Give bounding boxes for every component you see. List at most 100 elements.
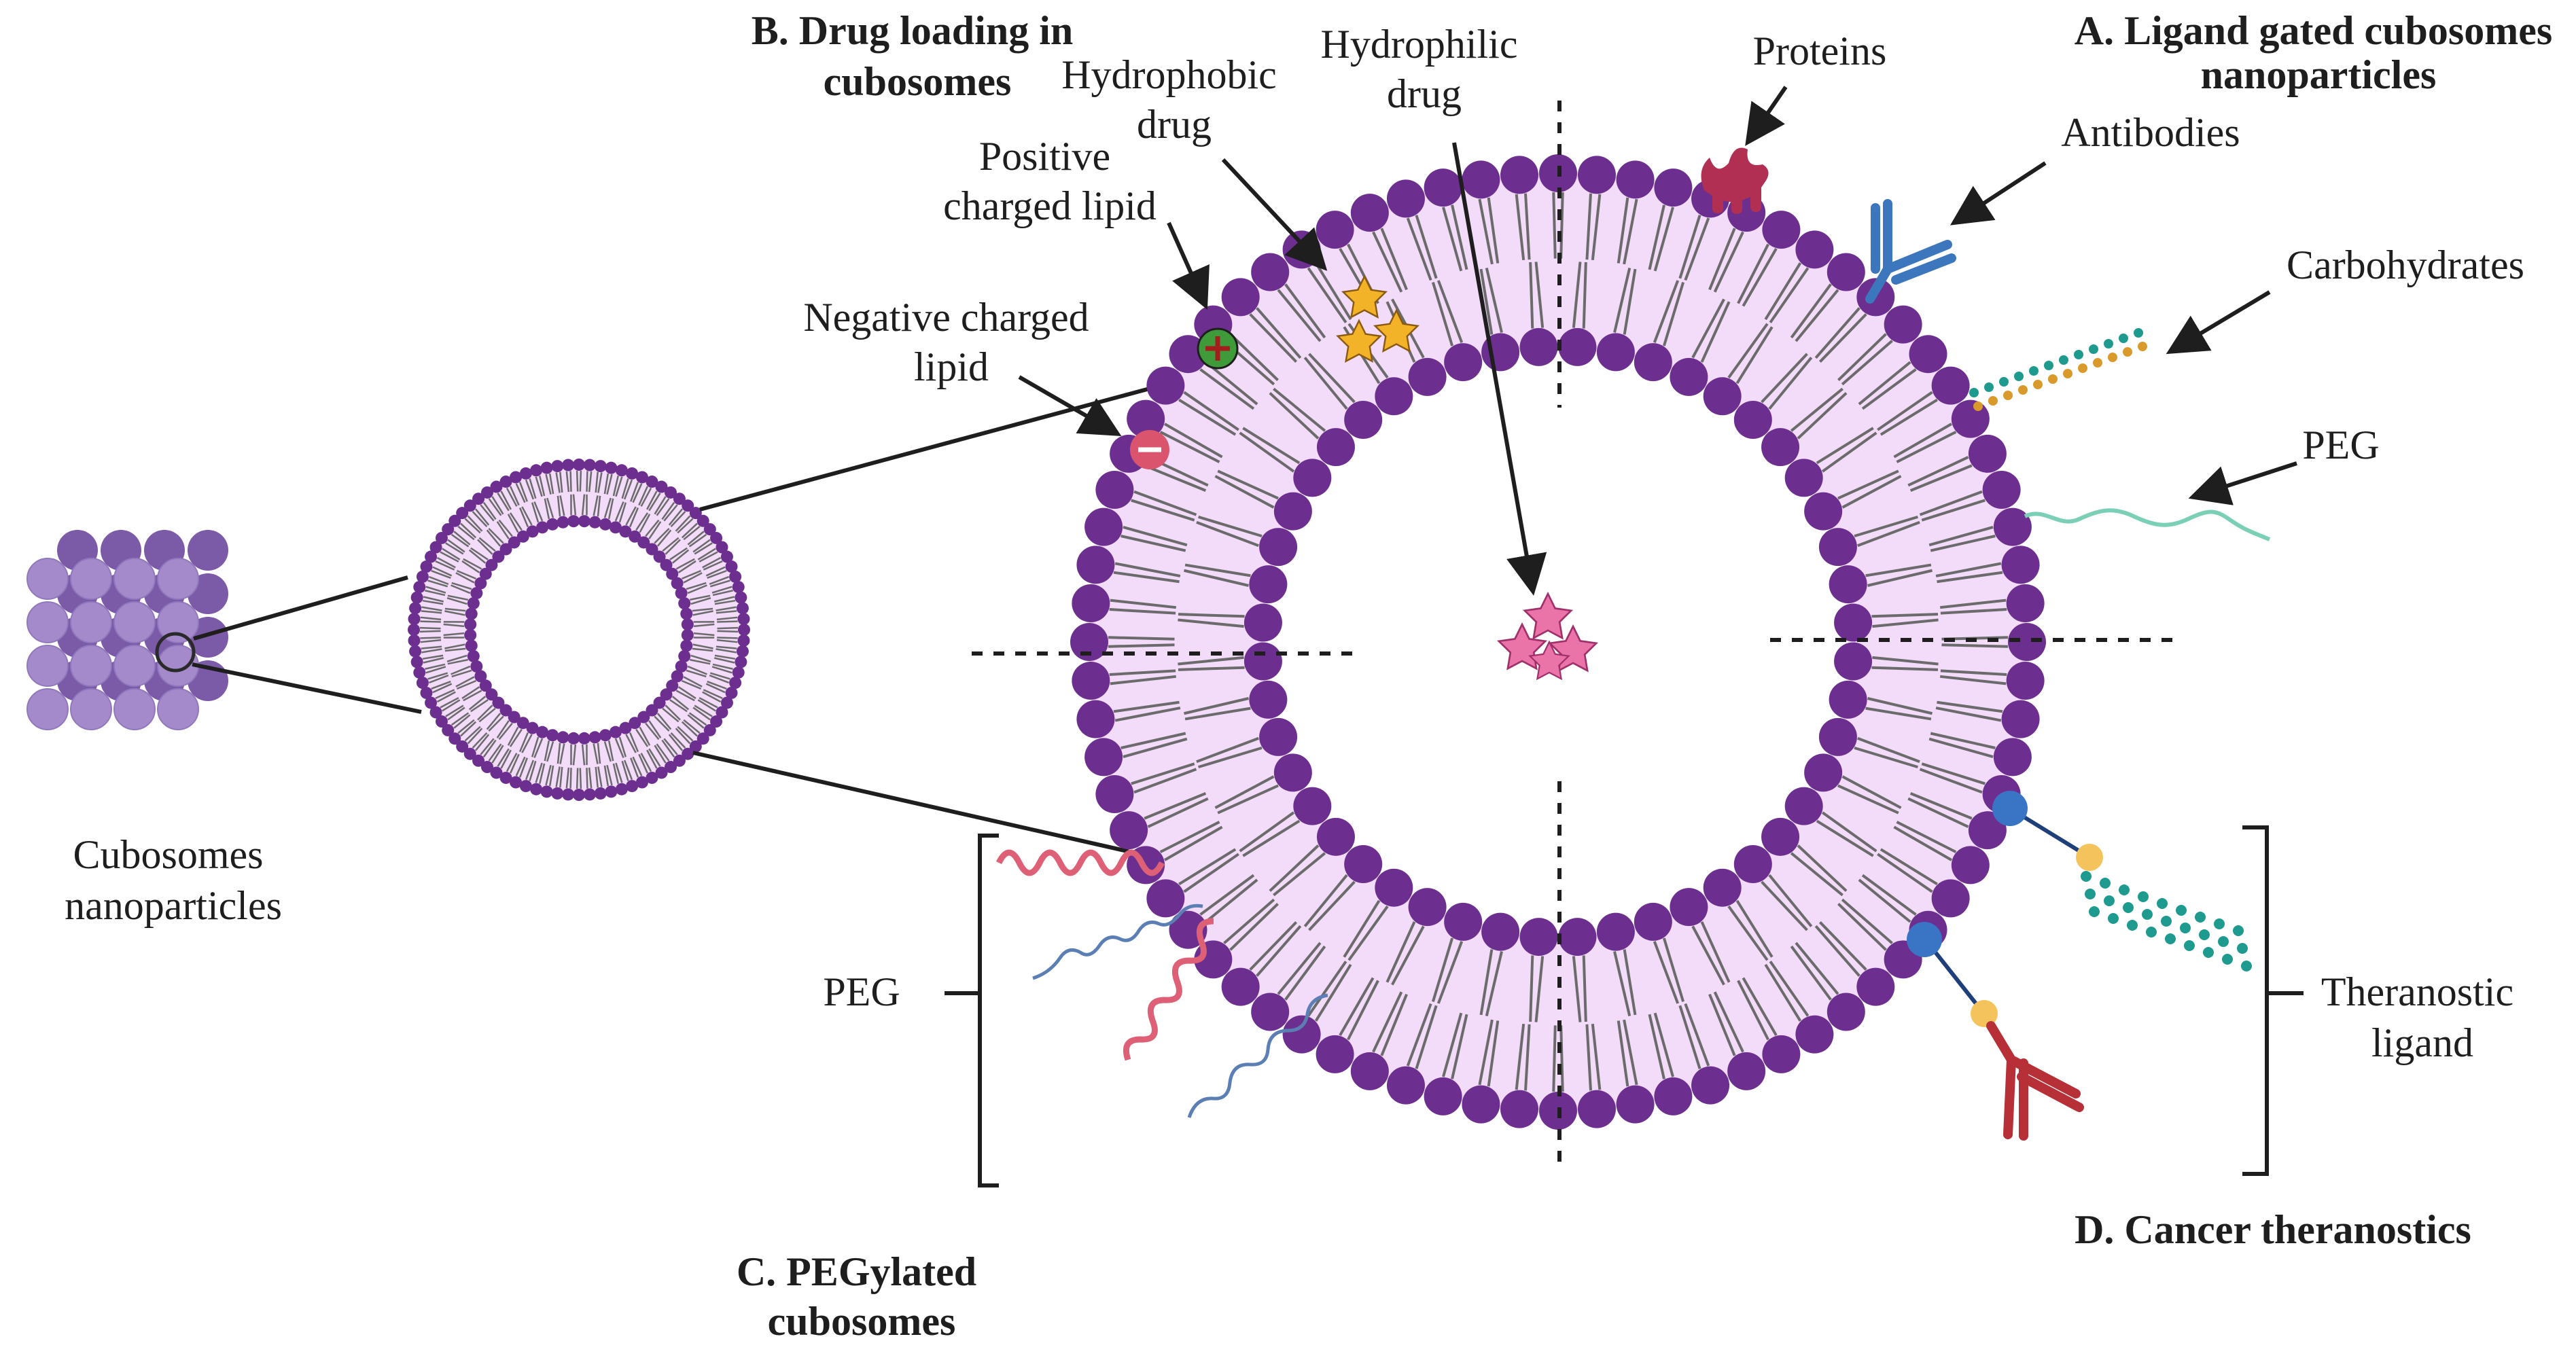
carbohydrate-bead — [1999, 377, 2009, 387]
lipid-head — [626, 780, 638, 792]
carbohydrate-bead — [2093, 358, 2102, 368]
lipid-head — [1932, 367, 1970, 405]
lipid-head — [1387, 1067, 1425, 1105]
ligand-bead — [2123, 902, 2134, 913]
label-cancer-theranostics: D. Cancer theranostics — [2075, 1207, 2471, 1252]
lipid-head — [595, 460, 607, 472]
lipid-tail — [577, 768, 578, 788]
lipid-head — [1734, 845, 1772, 883]
lipid-head — [467, 650, 480, 662]
carbohydrate-chain-icon — [1969, 328, 2147, 411]
lipid-head — [616, 783, 628, 796]
carbohydrate-bead — [2033, 380, 2043, 389]
lipid-head — [1654, 168, 1692, 207]
peg-bracket — [945, 836, 999, 1185]
label-theranostic-ligand: Theranostic ligand — [2321, 969, 2524, 1065]
label-antibodies: Antibodies — [2061, 110, 2240, 155]
lipid-head — [1351, 194, 1389, 232]
lipid-head — [1293, 459, 1331, 497]
lipid-head — [1704, 377, 1742, 415]
lipid-head — [1827, 993, 1865, 1031]
lipid-head — [520, 467, 532, 480]
lipid-head — [541, 462, 553, 474]
label-peg-left: PEG — [823, 969, 900, 1014]
ligand-bead — [2108, 913, 2119, 924]
lipid-head — [588, 516, 601, 529]
carbohydrate-bead — [2018, 385, 2028, 395]
cubosome-sphere — [71, 602, 111, 643]
lipid-head — [682, 618, 694, 630]
lipid-head — [1634, 343, 1672, 381]
lipid-head — [1251, 253, 1289, 291]
lipid-head — [1952, 400, 1990, 438]
carbohydrate-bead — [1973, 401, 1983, 411]
lipid-tail — [1108, 637, 1174, 639]
lipid-head — [573, 459, 585, 471]
lipid-head — [605, 785, 617, 798]
lipid-head — [1244, 604, 1282, 642]
ligand-bead — [2218, 936, 2229, 947]
carbohydrate-bead — [2123, 347, 2132, 357]
ligand-bead — [2233, 925, 2244, 936]
lipid-head — [567, 515, 580, 527]
lipid-head — [595, 787, 607, 800]
ligand-bead — [2142, 909, 2153, 920]
ligand-bead — [2165, 933, 2176, 944]
carbohydrate-bead — [1984, 382, 1994, 392]
lipid-tail — [1561, 1025, 1563, 1091]
ligand-bead — [2081, 871, 2092, 882]
lipid-head — [1819, 718, 1857, 756]
label-proteins: Proteins — [1753, 29, 1887, 73]
ligand-bead — [2119, 885, 2130, 895]
lipid-head — [2002, 546, 2040, 584]
lipid-head — [546, 518, 559, 531]
cubosome-sphere — [114, 602, 155, 643]
lipid-tail — [1553, 192, 1555, 258]
carbohydrate-bead — [2119, 334, 2128, 343]
lipid-head — [1251, 993, 1289, 1031]
lipid-tail — [1553, 1025, 1555, 1091]
lipid-head — [578, 732, 590, 745]
lipid-head — [1462, 160, 1500, 198]
lipid-head — [584, 459, 596, 471]
carbohydrate-bead — [2003, 391, 2013, 400]
lipid-head — [1819, 528, 1857, 566]
lipid-head — [1317, 428, 1355, 466]
lipid-head — [738, 624, 750, 636]
lipid-head — [1994, 508, 2032, 546]
carbohydrate-bead — [2029, 366, 2039, 376]
ligand-bead — [2195, 912, 2206, 923]
lipid-head — [1761, 428, 1799, 466]
lipid-head — [1249, 565, 1287, 603]
lipid-head — [1317, 818, 1355, 856]
lipid-tail — [420, 631, 440, 632]
lipid-head — [562, 459, 574, 471]
lipid-tail — [580, 471, 581, 491]
lipid-head — [464, 618, 476, 630]
ligand-bead — [2222, 954, 2233, 965]
lipid-head — [530, 464, 542, 476]
lipid-head — [567, 732, 580, 745]
lipid-head — [1909, 335, 1947, 373]
lipid-head — [1761, 818, 1799, 856]
label-pegylated: C. PEGylated cubosomes — [737, 1249, 987, 1344]
carbohydrate-bead — [2138, 342, 2147, 351]
ligand-bead — [2184, 940, 2195, 951]
lipid-head — [1222, 278, 1260, 316]
lipid-tail — [586, 768, 587, 788]
cubosome-sphere — [158, 689, 198, 730]
lipid-head — [1634, 903, 1672, 941]
lipid-head — [1146, 879, 1184, 917]
ligand-bead — [2214, 918, 2225, 929]
lipid-head — [1274, 493, 1312, 531]
lipid-head — [682, 629, 694, 641]
carbohydrate-bead — [2059, 355, 2068, 365]
lipid-head — [1994, 738, 2032, 776]
lipid-head — [680, 639, 692, 651]
lipid-head — [1734, 401, 1772, 439]
ligand-bead — [2199, 929, 2210, 940]
lipid-head — [733, 666, 745, 679]
lipid-head — [413, 581, 425, 593]
lipid-head — [2007, 662, 2045, 700]
label-ligand-gated: A. Ligand gated cubosomes nanoparticles — [2075, 8, 2562, 97]
